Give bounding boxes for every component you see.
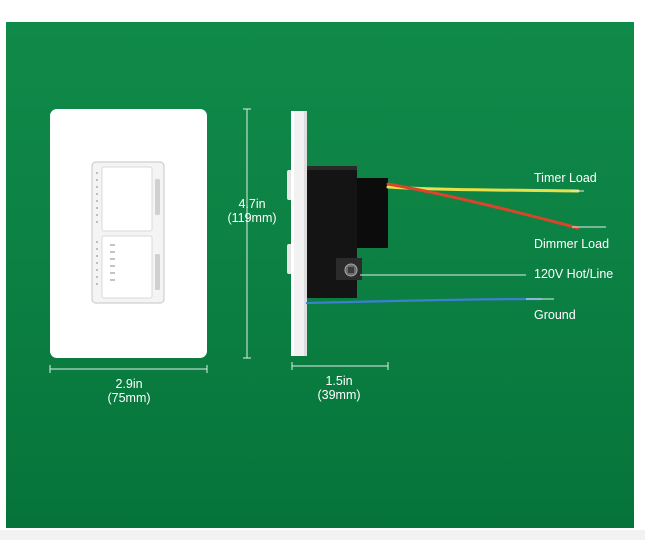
front-view <box>50 109 207 358</box>
depth-dimension-label: 1.5in (39mm) <box>312 374 366 402</box>
dimmer-load-wire <box>386 182 580 230</box>
wires <box>305 182 580 305</box>
leader-lines <box>360 190 606 300</box>
dimmer-led-column <box>96 241 98 285</box>
hot-line-label: 120V Hot/Line <box>534 267 614 281</box>
dimmer-slider <box>155 254 160 290</box>
diagram-panel: Timer Load Dimmer Load 120V Hot/Line Gro… <box>6 22 634 528</box>
depth-dimension-line <box>291 362 389 370</box>
dimmer-rocker <box>101 235 153 299</box>
ground-wire <box>305 297 543 305</box>
height-dimension-line <box>243 108 251 359</box>
width-mm: (75mm) <box>107 391 151 405</box>
dimmer-marks <box>110 244 115 281</box>
height-mm: (119mm) <box>227 211 277 225</box>
timer-load-label: Timer Load <box>534 171 597 185</box>
device-back-block <box>357 178 388 248</box>
height-in: 4.7in <box>238 197 266 211</box>
height-dimension-label: 4.7in (119mm) <box>226 197 278 225</box>
side-view <box>287 111 388 356</box>
timer-slider <box>155 179 160 215</box>
switch-diagram-svg <box>49 108 606 373</box>
timer-led-column <box>96 172 98 223</box>
width-dimension-label: 2.9in (75mm) <box>102 377 156 405</box>
dimmer-load-label: Dimmer Load <box>534 237 610 251</box>
depth-mm: (39mm) <box>317 388 361 402</box>
ground-label: Ground <box>534 308 576 322</box>
depth-in: 1.5in <box>325 374 353 388</box>
bottom-strip <box>0 530 645 540</box>
timer-rocker <box>101 166 153 232</box>
side-faceplate <box>291 111 307 356</box>
width-in: 2.9in <box>115 377 143 391</box>
width-dimension-line <box>49 365 208 373</box>
